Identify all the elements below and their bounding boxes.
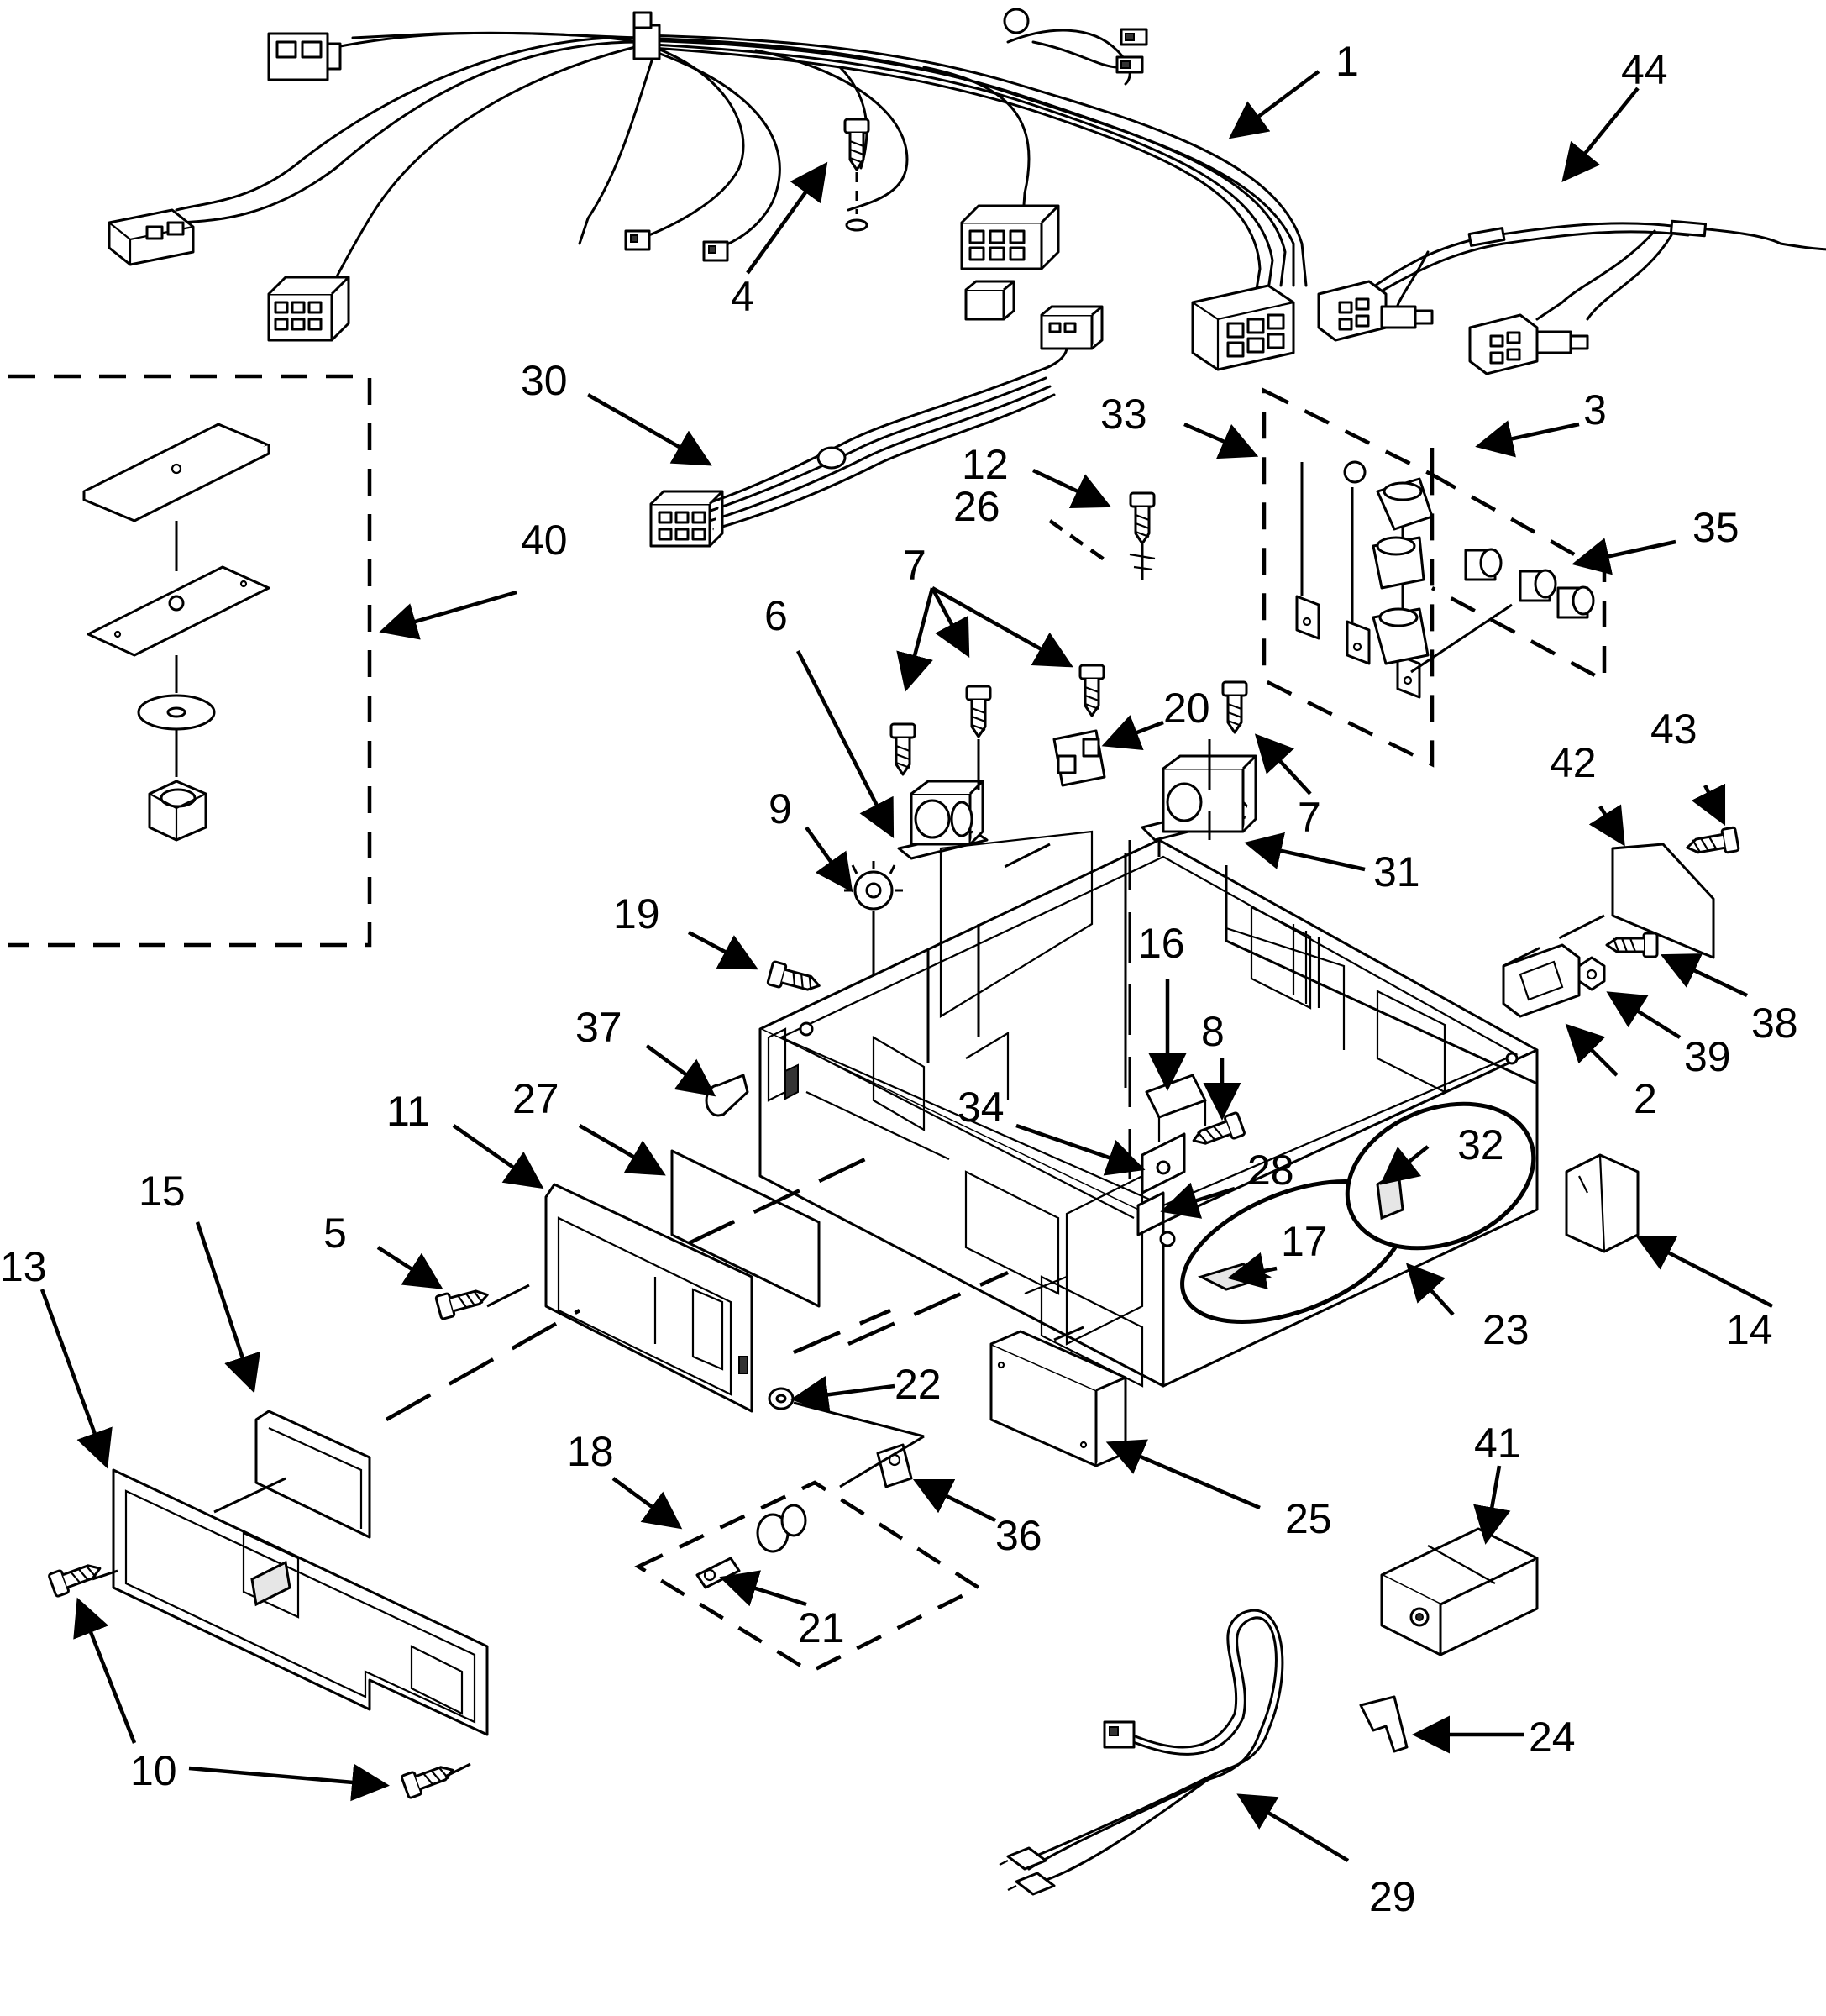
callout-24: 24 <box>1529 1714 1576 1761</box>
assembly-guides <box>92 739 1605 1778</box>
clip-36 <box>876 1443 913 1488</box>
callout-11: 11 <box>386 1088 430 1135</box>
callout-7-right: 7 <box>1298 794 1321 841</box>
callout-18: 18 <box>567 1428 614 1475</box>
grommet-9 <box>844 861 903 1042</box>
board-27 <box>670 1149 821 1308</box>
callout-38: 38 <box>1751 1000 1798 1047</box>
callout-7-top: 7 <box>903 542 926 589</box>
callout-14: 14 <box>1726 1306 1773 1353</box>
callout-31: 31 <box>1373 848 1420 895</box>
callout-44: 44 <box>1621 46 1668 93</box>
kit-33-35 <box>1262 387 1607 768</box>
callout-23: 23 <box>1482 1306 1530 1353</box>
bracket-34 <box>1141 1132 1186 1194</box>
clip-24 <box>1359 1695 1409 1753</box>
callout-25: 25 <box>1285 1495 1332 1542</box>
callout-34: 34 <box>958 1084 1005 1131</box>
bracket-42 <box>1611 843 1715 959</box>
terminal-block-20 <box>1052 729 1106 787</box>
callout-30: 30 <box>521 357 568 404</box>
callout-16: 16 <box>1138 920 1185 967</box>
harness-44 <box>1317 219 1826 375</box>
callout-37: 37 <box>575 1004 622 1051</box>
bracket-2 <box>1502 943 1581 1018</box>
harness-30 <box>649 305 1104 548</box>
spacer-37 <box>705 1074 749 1117</box>
callout-42: 42 <box>1550 739 1597 786</box>
callout-4: 4 <box>731 273 754 320</box>
leader-arrows <box>39 70 1774 1862</box>
screw-5 <box>434 1282 492 1321</box>
screw-10-bottom <box>400 1757 459 1800</box>
callout-19: 19 <box>613 890 660 937</box>
callout-2: 2 <box>1634 1075 1657 1122</box>
callout-27: 27 <box>512 1075 559 1122</box>
callout-22: 22 <box>895 1361 942 1408</box>
callout-26: 26 <box>953 483 1000 530</box>
callout-9: 9 <box>769 785 792 832</box>
callout-15: 15 <box>139 1168 186 1215</box>
callout-12: 12 <box>962 441 1009 488</box>
callout-33: 33 <box>1100 391 1147 438</box>
callout-13: 13 <box>0 1243 47 1290</box>
callout-17: 17 <box>1281 1218 1328 1265</box>
callout-3: 3 <box>1583 386 1607 433</box>
nut-39 <box>1577 956 1606 991</box>
callout-41: 41 <box>1474 1420 1521 1467</box>
screws-7-12 <box>889 491 1248 776</box>
callout-20: 20 <box>1163 685 1210 732</box>
callout-21: 21 <box>798 1604 845 1651</box>
callout-32: 32 <box>1457 1121 1504 1168</box>
callout-6: 6 <box>764 592 788 639</box>
main-wire-harness <box>108 8 1308 371</box>
callout-10: 10 <box>130 1747 177 1794</box>
callout-43: 43 <box>1650 706 1697 753</box>
screw-19 <box>766 959 824 999</box>
callout-5: 5 <box>323 1210 347 1257</box>
transformer-31 <box>1141 754 1257 842</box>
callout-36: 36 <box>995 1512 1042 1559</box>
screw-38 <box>1605 932 1659 958</box>
callout-29: 29 <box>1369 1873 1416 1920</box>
callout-40: 40 <box>521 517 568 564</box>
power-cord-29 <box>999 1609 1284 1896</box>
kit-18 <box>634 1480 983 1674</box>
bracket-14 <box>1565 1153 1640 1253</box>
callout-39: 39 <box>1684 1033 1731 1080</box>
callout-labels: 1 2 3 4 5 6 7 7 8 9 10 11 12 13 14 15 16… <box>0 38 1798 1920</box>
callout-28: 28 <box>1247 1147 1294 1194</box>
screw-43 <box>1683 826 1740 861</box>
callout-35: 35 <box>1692 504 1739 551</box>
front-panel-11 <box>544 1183 753 1413</box>
plate-28 <box>1136 1191 1165 1236</box>
panel-15 <box>254 1410 371 1539</box>
box-41 <box>1380 1527 1539 1656</box>
washer-22 <box>768 1387 795 1410</box>
callout-1: 1 <box>1335 38 1359 85</box>
callout-8: 8 <box>1201 1008 1225 1055</box>
kit-40 <box>8 374 372 948</box>
cabinet-base-23 <box>758 830 1539 1388</box>
ground-screw <box>843 118 870 232</box>
relay-6 <box>897 780 989 860</box>
panel-13 <box>112 1468 489 1736</box>
